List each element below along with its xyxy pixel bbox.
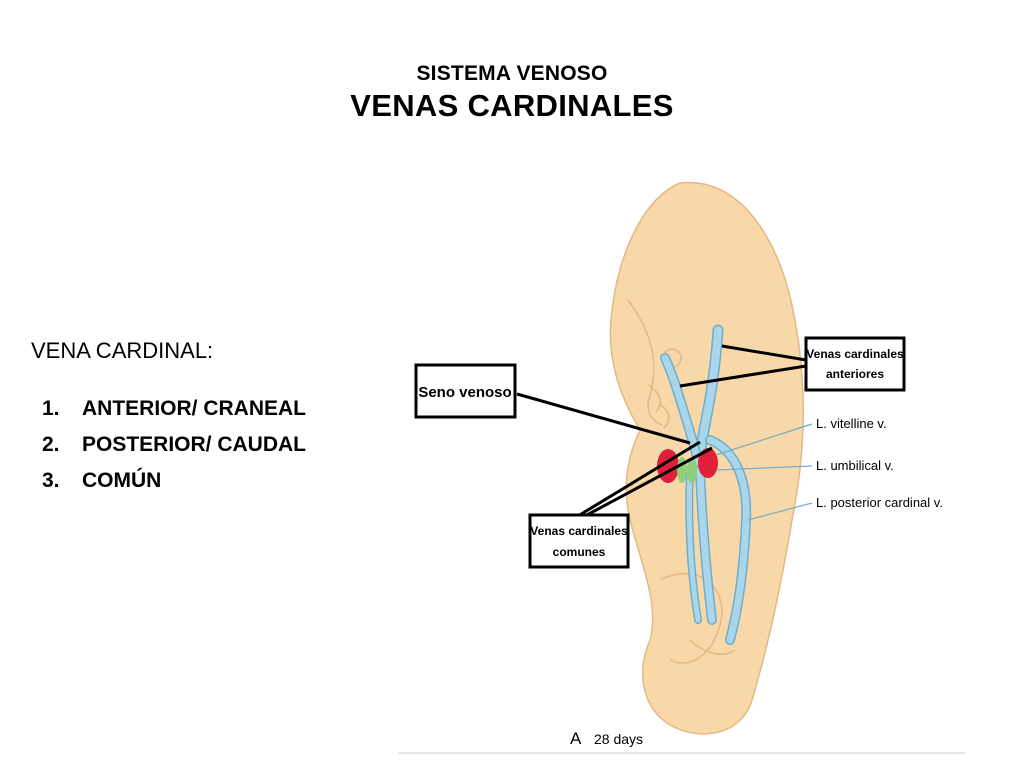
list-number: 1.: [42, 397, 60, 420]
vitelline-vein-fill: [686, 467, 701, 623]
sinus-venosus-box: [414, 363, 517, 419]
anterior-cardinal-box: [804, 336, 906, 392]
heart-green-2: [687, 457, 697, 483]
sinus-venosus-label: Seno venoso: [418, 384, 511, 401]
vitelline-label: L. vitelline v.: [816, 416, 887, 431]
panel-letter: A: [570, 729, 582, 748]
slide-title: VENAS CARDINALES: [350, 88, 674, 123]
list-item: 1. ANTERIOR/ CRANEAL: [42, 394, 306, 430]
list-number: 3.: [42, 469, 60, 492]
posterior-leader: [747, 502, 813, 521]
common-cardinal-label-1: Venas cardinales: [530, 524, 628, 538]
cardinal-vein-list: 1.ANTERIOR/ CRANEAL 2.POSTERIOR/ CAUDAL …: [42, 394, 306, 502]
age-label: 28 days: [594, 731, 643, 747]
vitelline-leader: [715, 423, 813, 456]
umbilical-label: L. umbilical v.: [816, 458, 894, 473]
anterior-cardinal-label-1: Venas cardinales: [806, 347, 904, 361]
heart-red-right: [698, 448, 718, 478]
embryo-pharyngeal-arches: [647, 384, 670, 429]
list-number: 2.: [42, 433, 60, 456]
slide-subtitle: SISTEMA VENOSO: [416, 62, 608, 85]
anterior-leader-1: [721, 344, 807, 362]
leader-lines: [516, 344, 807, 518]
common-leader-1: [577, 440, 701, 518]
thin-leaders: [715, 423, 813, 521]
posterior-cardinal-label: L. posterior cardinal v.: [816, 495, 943, 510]
list-text: ANTERIOR/ CRANEAL: [82, 397, 306, 420]
umbilical-leader: [715, 465, 813, 471]
anterior-cardinal-label-2: anteriores: [826, 367, 884, 381]
common-leader-2: [584, 446, 713, 518]
common-cardinal-label-2: comunes: [553, 545, 606, 559]
list-text: POSTERIOR/ CAUDAL: [82, 433, 307, 456]
anterior-cardinal-vein-2-fill: [661, 354, 702, 466]
list-item: 2. POSTERIOR/ CAUDAL: [42, 430, 306, 466]
posterior-cardinal-vein-fill: [706, 436, 750, 644]
section-heading: VENA CARDINAL:: [31, 338, 214, 363]
veins: [660, 324, 752, 645]
title-block: SISTEMA VENOSO VENAS CARDINALES: [0, 62, 1024, 124]
embryo-head-fold: [627, 299, 663, 426]
list-item: 3. COMÚN: [42, 466, 306, 502]
anterior-leader-2: [679, 364, 807, 388]
umbilical-vein-fill: [696, 466, 716, 624]
common-cardinal-box: [528, 513, 630, 569]
list-text: COMÚN: [82, 469, 162, 492]
sinus-leader: [516, 392, 691, 445]
